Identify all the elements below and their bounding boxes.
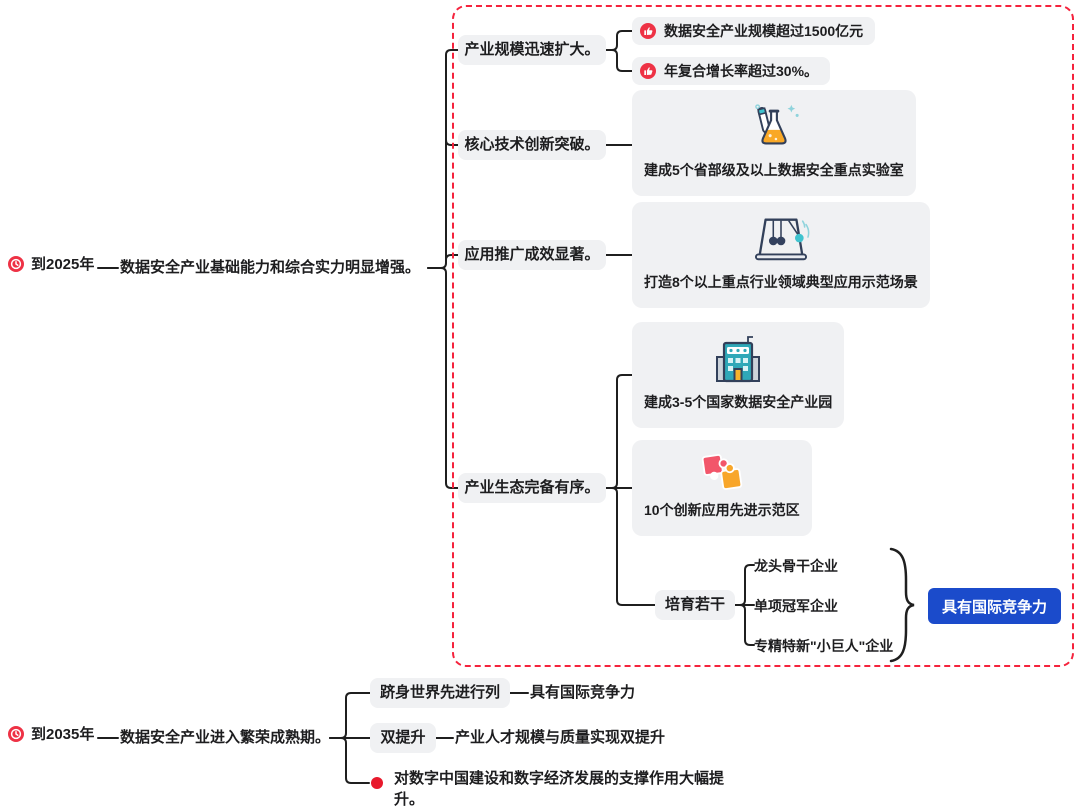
node-cultivate[interactable]: 培育若干	[655, 590, 735, 620]
node-application[interactable]: 应用推广成效显著。	[458, 240, 606, 270]
root-node-2035[interactable]: 到2035年	[8, 723, 94, 744]
card-demo-scenarios[interactable]: 打造8个以上重点行业领域典型应用示范场景	[632, 202, 930, 308]
node-support-role[interactable]: 对数字中国建设和数字经济发展的支撑作用大幅提升。	[394, 770, 725, 808]
curly-brace	[889, 547, 915, 663]
node-metric-growth[interactable]: 年复合增长率超过30%。	[632, 57, 831, 85]
red-dot-bullet	[371, 777, 383, 789]
connector	[329, 692, 371, 739]
connector	[734, 604, 755, 646]
card-caption: 建成5个省部级及以上数据安全重点实验室	[644, 162, 904, 178]
thumbs-up-icon	[640, 23, 656, 39]
root-label-2025: 到2025年	[31, 256, 95, 273]
connector	[445, 139, 459, 146]
clock-icon	[8, 255, 24, 272]
connector	[329, 737, 370, 784]
node-double-improvement-child[interactable]: 产业人才规模与质量实现双提升	[455, 729, 666, 746]
connector	[427, 267, 459, 489]
node-industry-scale[interactable]: 产业规模迅速扩大。	[458, 35, 606, 65]
highlight-frame-2025-goals	[452, 5, 1074, 667]
node-summary-2035[interactable]: 数据安全产业进入繁荣成熟期。	[120, 729, 331, 746]
node-enterprise-leading[interactable]: 龙头骨干企业	[754, 558, 838, 574]
connector	[605, 487, 656, 606]
result-badge-international-competitiveness[interactable]: 具有国际竞争力	[928, 588, 1062, 624]
building-icon	[644, 332, 832, 386]
node-summary-2025[interactable]: 数据安全产业基础能力和综合实力明显增强。	[120, 259, 421, 276]
node-world-leading-child[interactable]: 具有国际竞争力	[530, 684, 636, 701]
card-key-labs[interactable]: 建成5个省部级及以上数据安全重点实验室	[632, 90, 916, 196]
node-core-tech[interactable]: 核心技术创新突破。	[458, 130, 606, 160]
clock-icon	[8, 725, 24, 742]
node-enterprise-champion[interactable]: 单项冠军企业	[754, 598, 838, 614]
connector	[445, 254, 459, 261]
node-ecosystem[interactable]: 产业生态完备有序。	[458, 473, 606, 503]
node-world-leading[interactable]: 跻身世界先进行列	[370, 678, 510, 708]
flask-experiment-icon	[644, 100, 904, 154]
thumbs-up-icon	[640, 63, 656, 79]
puzzle-icon	[644, 450, 800, 494]
metric-label: 数据安全产业规模超过1500亿元	[664, 23, 864, 39]
node-metric-scale[interactable]: 数据安全产业规模超过1500亿元	[632, 17, 876, 45]
connector	[605, 49, 633, 72]
card-demo-zones[interactable]: 10个创新应用先进示范区	[632, 440, 812, 536]
card-industry-park[interactable]: 建成3-5个国家数据安全产业园	[632, 322, 845, 428]
root-label-2035: 到2035年	[31, 726, 95, 743]
node-enterprise-little-giant[interactable]: 专精特新"小巨人"企业	[754, 638, 894, 654]
metric-label: 年复合增长率超过30%。	[664, 63, 819, 79]
newtons-cradle-icon	[644, 212, 918, 266]
node-double-improvement[interactable]: 双提升	[370, 723, 436, 753]
card-caption: 建成3-5个国家数据安全产业园	[644, 394, 833, 410]
card-caption: 打造8个以上重点行业领域典型应用示范场景	[644, 274, 918, 290]
card-caption: 10个创新应用先进示范区	[644, 502, 800, 518]
root-node-2025[interactable]: 到2025年	[8, 253, 94, 274]
